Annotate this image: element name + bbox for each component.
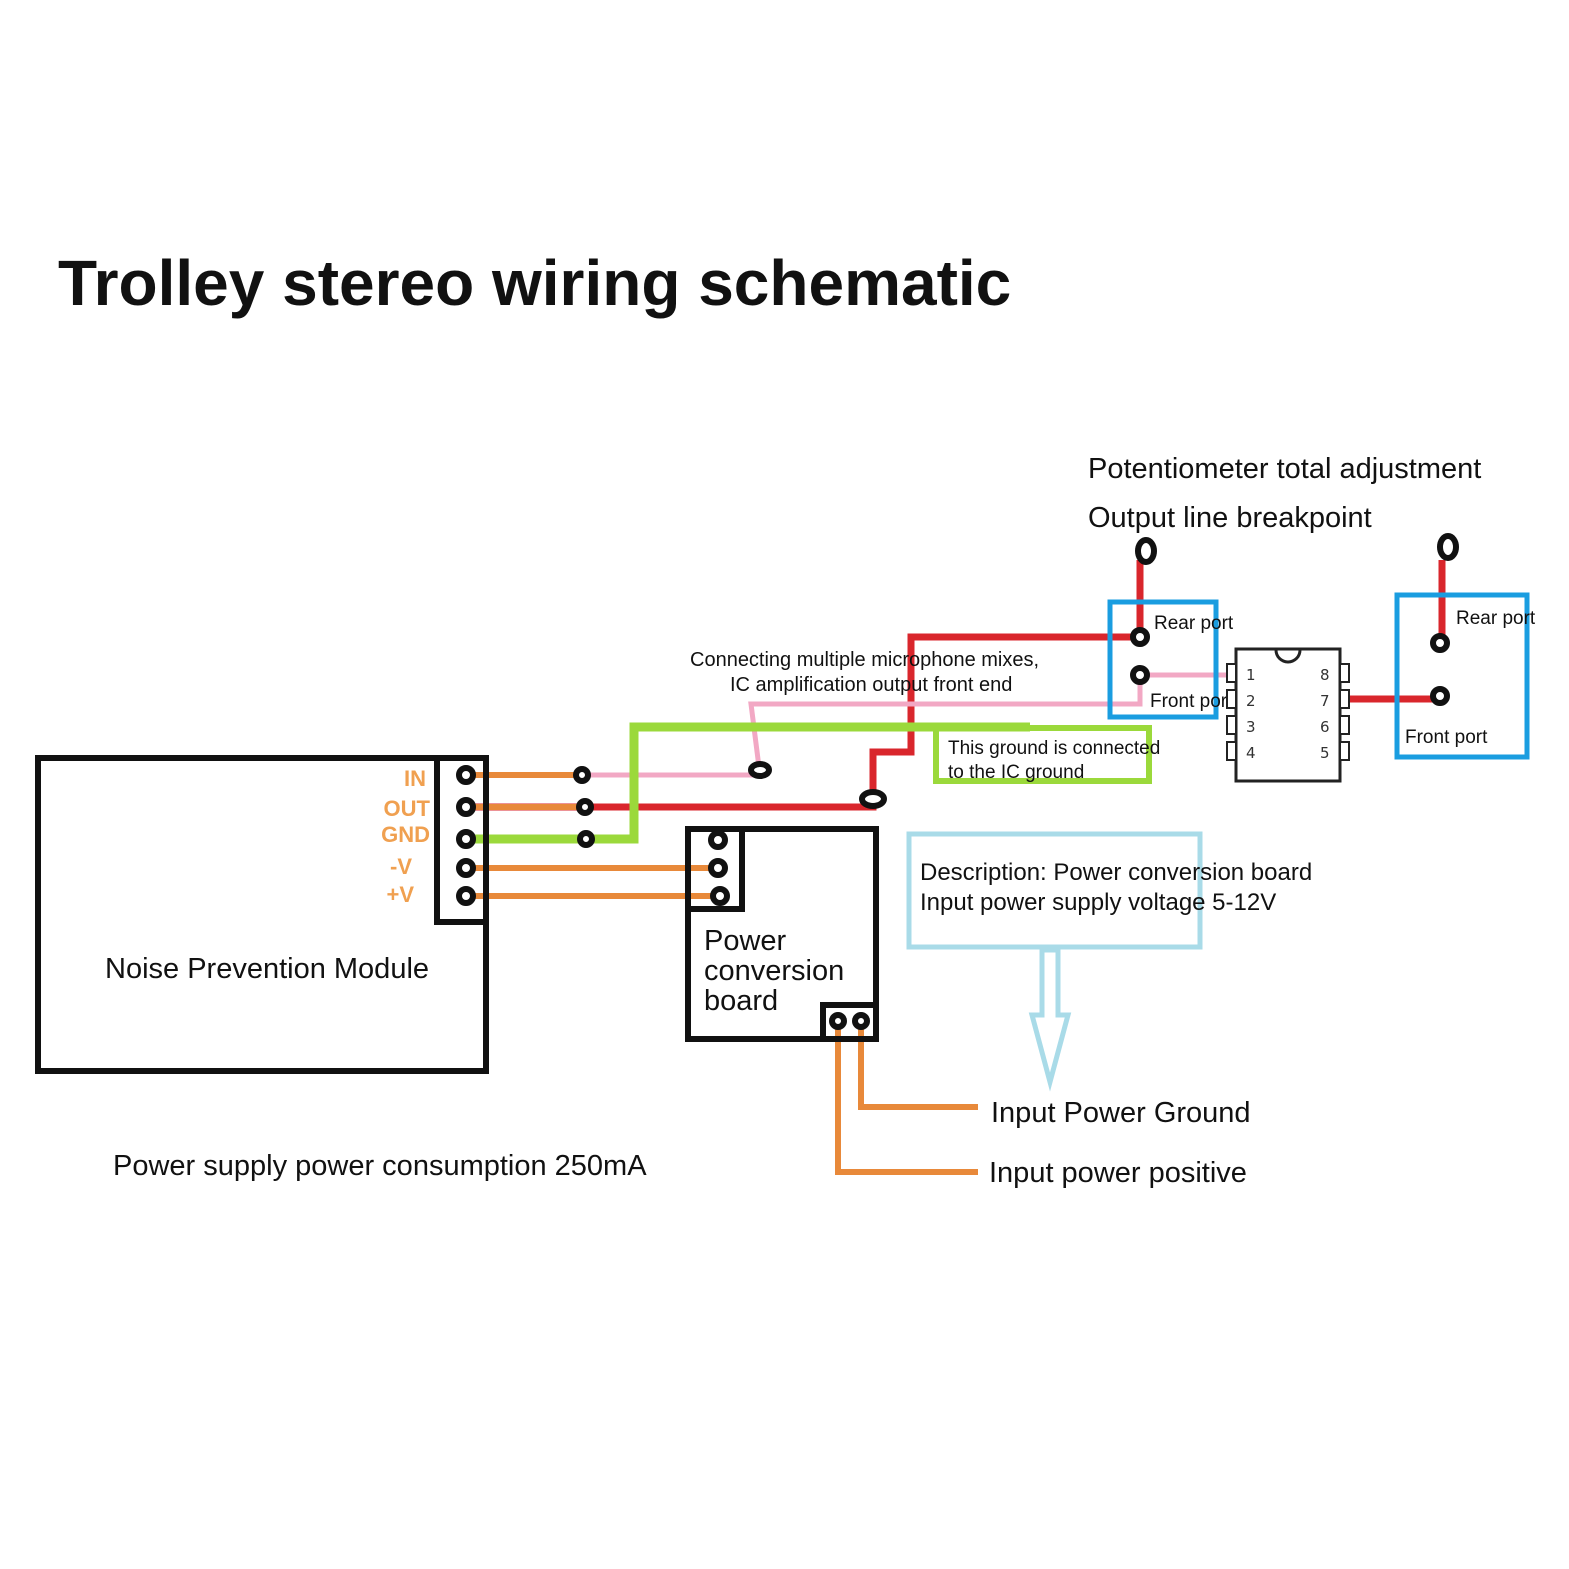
pin-label-out: OUT [384, 796, 431, 821]
junction-out [576, 798, 594, 816]
ic-pin-2 [1226, 689, 1237, 709]
power-board-label-line3: board [704, 985, 778, 1017]
pin-label-gnd: GND [381, 822, 430, 847]
left-pot-rear-label: Rear port [1154, 613, 1234, 634]
mixes-note-line1: Connecting multiple microphone mixes, [690, 649, 1039, 671]
potentiometer-label: Potentiometer total adjustment [1088, 453, 1481, 485]
ic-notch [1274, 649, 1302, 664]
ground-note-box [933, 725, 1152, 784]
ic-pin-label-2: 2 [1246, 692, 1256, 710]
orange-input-positive-wire [835, 1022, 978, 1175]
junction-red [859, 789, 887, 809]
terminal-negative-v [456, 858, 476, 878]
terminal-out [456, 797, 476, 817]
pink-input-wire [470, 672, 1228, 778]
breakpoint-label: Output line breakpoint [1088, 502, 1372, 534]
left-potentiometer-box [1107, 599, 1219, 720]
left-pot-front-label: Front port [1150, 691, 1233, 712]
power-board-label-line2: conversion [704, 955, 844, 987]
terminal-positive-v [456, 886, 476, 906]
ground-note-line2: to the IC ground [948, 762, 1084, 783]
power-board-input-positive [829, 1012, 847, 1030]
green-ground-wire [470, 722, 1030, 844]
power-consumption-label: Power supply power consumption 250mA [113, 1150, 647, 1182]
mixes-note-line2: IC amplification output front end [730, 674, 1012, 696]
description-box [906, 831, 1203, 950]
ground-note-line1: This ground is connected [948, 738, 1160, 759]
down-arrow-icon [1028, 947, 1072, 1092]
power-board-terminal-2 [708, 858, 728, 878]
input-ground-label: Input Power Ground [991, 1097, 1251, 1129]
ic-pin-label-3: 3 [1246, 718, 1256, 736]
right-pot-front-terminal [1430, 686, 1450, 706]
power-conversion-board [685, 826, 879, 1042]
description-line1: Description: Power conversion board [920, 859, 1312, 886]
right-potentiometer-box [1394, 592, 1530, 760]
junction-gnd [577, 830, 595, 848]
pin-label-negative-v: -V [390, 854, 412, 879]
pin-label-in: IN [404, 766, 426, 791]
ic-pin-8 [1339, 663, 1350, 683]
ic-pin-label-7: 7 [1320, 692, 1330, 710]
orange-input-ground-wire [858, 1022, 978, 1110]
ic-pin-label-4: 4 [1246, 744, 1256, 762]
ic-pin-7 [1339, 689, 1350, 709]
left-pot-rear-terminal [1130, 627, 1150, 647]
ic-pin-5 [1339, 741, 1350, 761]
left-pot-top-terminal [1135, 537, 1157, 565]
junction-in [573, 766, 591, 784]
right-pot-front-label: Front port [1405, 727, 1488, 748]
red-output-wire [470, 633, 1140, 811]
input-positive-label: Input power positive [989, 1157, 1247, 1189]
junction-pink [748, 761, 772, 779]
terminal-gnd [456, 829, 476, 849]
description-line2: Input power supply voltage 5-12V [920, 889, 1276, 916]
right-pot-top-terminal [1437, 533, 1459, 561]
power-board-input-ground [852, 1012, 870, 1030]
right-pot-rear-label: Rear port [1456, 608, 1536, 629]
power-board-terminal-3 [710, 886, 730, 906]
pin-label-positive-v: +V [386, 882, 414, 907]
right-pot-rear-terminal [1430, 633, 1450, 653]
noise-module-label: Noise Prevention Module [105, 953, 429, 985]
ic-pin-label-8: 8 [1320, 666, 1330, 684]
ic-pin-3 [1226, 715, 1237, 735]
ic-pin-1 [1226, 663, 1237, 683]
ic-pin-6 [1339, 715, 1350, 735]
ic-pin-4 [1226, 741, 1237, 761]
power-board-connector [685, 826, 745, 912]
power-board-input-connector [820, 1002, 879, 1042]
power-board-terminal-1 [708, 830, 728, 850]
ic-pin-label-5: 5 [1320, 744, 1330, 762]
noise-module-connector [434, 755, 489, 925]
ic-pin-label-1: 1 [1246, 666, 1256, 684]
left-pot-front-terminal [1130, 665, 1150, 685]
page-title: Trolley stereo wiring schematic [58, 247, 1011, 319]
terminal-in [456, 765, 476, 785]
ic-pin-label-6: 6 [1320, 718, 1330, 736]
power-board-label-line1: Power [704, 925, 787, 957]
